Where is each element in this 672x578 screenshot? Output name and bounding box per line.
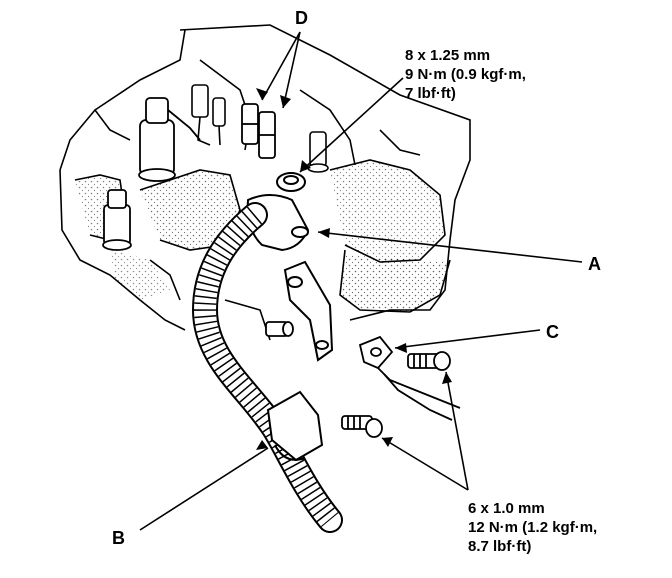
upper-bolt [276,172,306,192]
spec-upper-size: 8 x 1.25 mm [405,47,490,64]
cast-texture [75,160,448,312]
right-bolt-upper [407,351,451,371]
leader-lower-spec-b [445,371,469,491]
callout-d: D [295,8,308,28]
spec-upper-torque: 9 N·m (0.9 kgf·m, [405,66,526,83]
plug-boot-left [138,97,201,182]
leader-b [139,447,269,531]
leader-lines [139,31,583,531]
stud-upper [307,131,329,173]
leader-c [394,329,541,349]
spec-upper-torque-imperial: 7 lbf·ft) [405,85,456,102]
right-bolt-lower [341,415,383,438]
leader-upper-spec [299,77,404,173]
arrowheads [256,88,452,450]
spec-lower-torque-imperial: 8.7 lbf·ft) [468,538,531,555]
leader-a [317,231,583,263]
part-d-terminals [241,103,276,159]
top-connectors [191,84,226,146]
wire-harness [191,202,343,533]
spec-lower-torque: 12 N·m (1.2 kgf·m, [468,519,597,536]
plug-boot-lower-left [102,189,132,251]
callout-b: B [112,528,125,548]
leader-d-right [282,31,301,109]
part-c-terminal [358,335,461,421]
mount-bracket [283,260,334,362]
spec-lower: 6 x 1.0 mm 12 N·m (1.2 kgf·m, 8.7 lbf·ft… [468,500,597,555]
spec-lower-size: 6 x 1.0 mm [468,500,545,517]
leader-lower-spec-a [381,437,469,491]
callout-c: C [546,322,559,342]
part-b-clamp [266,390,324,462]
bracket-bolt [265,321,294,337]
leader-d-left [261,31,301,101]
callout-a: A [588,254,601,274]
spec-upper: 8 x 1.25 mm 9 N·m (0.9 kgf·m, 7 lbf·ft) [405,47,526,102]
